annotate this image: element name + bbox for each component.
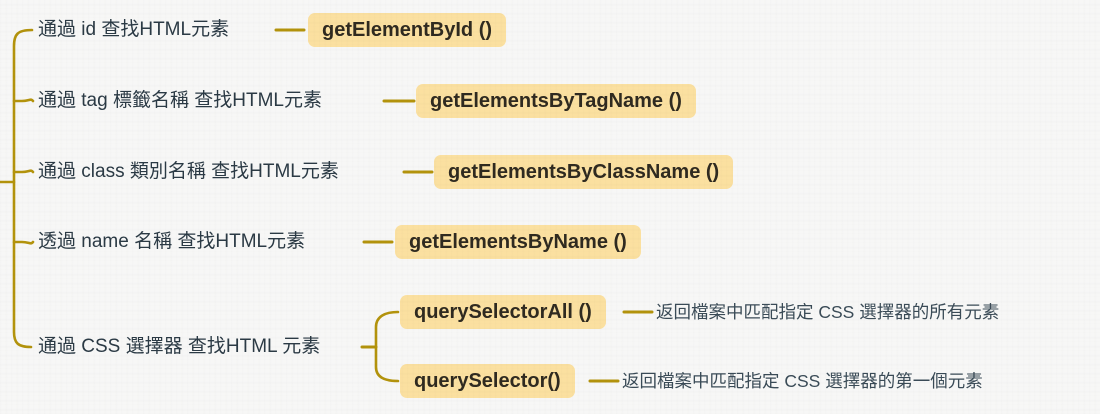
method-pill-get-element-by-id[interactable]: getElementById () [308, 13, 507, 47]
branch-label-by-class: 通過 class 類別名稱 查找HTML元素 [38, 161, 339, 182]
branch-label-by-tag: 通過 tag 標籤名稱 查找HTML元素 [38, 90, 322, 111]
branch-hook-by-class [12, 169, 35, 174]
main-spine [12, 28, 34, 349]
branch-label-by-id: 通過 id 查找HTML元素 [38, 19, 230, 40]
branch-hook-by-tag [12, 98, 35, 103]
method-pill-get-elements-by-class-name[interactable]: getElementsByClassName () [434, 155, 734, 189]
method-pill-query-selector-all[interactable]: querySelectorAll () [400, 295, 606, 329]
branch-label-by-name: 透過 name 名稱 查找HTML元素 [38, 231, 306, 252]
method-pill-get-elements-by-tag-name[interactable]: getElementsByTagName () [416, 84, 696, 118]
sub-bracket-css [374, 310, 400, 383]
description-query-selector: 返回檔案中匹配指定 CSS 選擇器的第一個元素 [622, 371, 983, 391]
branch-label-by-css-selector: 通過 CSS 選擇器 查找HTML 元素 [38, 336, 321, 357]
method-pill-get-elements-by-name[interactable]: getElementsByName () [395, 225, 641, 259]
description-query-selector-all: 返回檔案中匹配指定 CSS 選擇器的所有元素 [656, 302, 1000, 322]
branch-hook-by-name [12, 240, 35, 245]
method-pill-query-selector[interactable]: querySelector() [400, 364, 575, 398]
